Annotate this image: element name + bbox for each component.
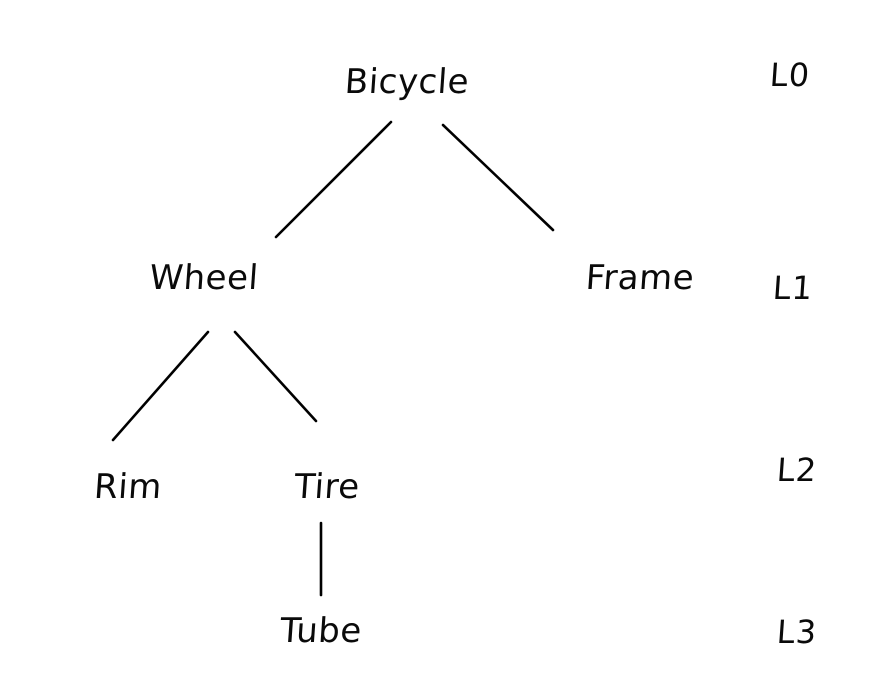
node-frame[interactable]: Frame: [584, 258, 696, 298]
level-label-l0: L0: [768, 56, 812, 94]
node-bicycle[interactable]: Bicycle: [343, 62, 471, 102]
level-label-l3: L3: [775, 613, 819, 651]
node-rim[interactable]: Rim: [92, 467, 164, 507]
edge-wheel-rim: [111, 330, 210, 442]
edge-bicycle-wheel: [274, 120, 393, 239]
level-label-l2: L2: [775, 451, 819, 489]
edge-wheel-tire: [233, 330, 318, 423]
node-wheel[interactable]: Wheel: [148, 258, 260, 298]
level-label-l1: L1: [771, 269, 815, 307]
node-tire[interactable]: Tire: [292, 467, 362, 507]
edge-bicycle-frame: [441, 123, 555, 232]
node-tube[interactable]: Tube: [278, 611, 364, 651]
